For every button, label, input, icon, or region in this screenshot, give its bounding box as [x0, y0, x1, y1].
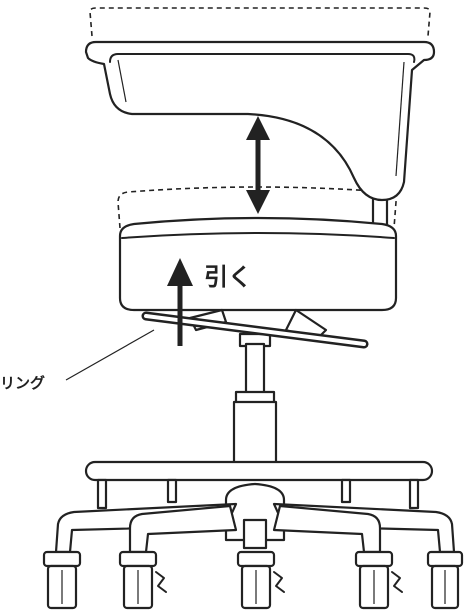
gas-cylinder-upper-body [244, 342, 266, 398]
caster-wheel-5 [426, 550, 464, 610]
base-hub [224, 482, 286, 542]
foot-ring-supports [96, 478, 420, 510]
caster-wheel-1 [42, 550, 82, 610]
base-leg-center [242, 518, 268, 550]
seat-cushion [118, 216, 398, 312]
caster-wheel-4 [354, 550, 403, 610]
base-leg-front-right [272, 504, 382, 554]
ring-leader-line [65, 329, 155, 381]
ring-label: リング [0, 374, 45, 392]
pull-up-arrow [167, 258, 193, 346]
foot-ring [84, 460, 434, 482]
height-adjust-double-arrow [246, 116, 270, 214]
base-leg-front-left [128, 504, 238, 554]
backrest [84, 40, 436, 202]
caster-wheel-2 [118, 550, 167, 610]
gas-cylinder-lower [232, 400, 278, 466]
backrest-inner-curve-right [395, 61, 405, 177]
pull-label: 引く [204, 263, 252, 291]
caster-wheel-3 [236, 550, 285, 610]
backrest-inner-curve [117, 59, 127, 103]
backrest-top-edge [109, 53, 416, 63]
seat-cushion-top-seam [121, 232, 395, 239]
backrest-raised-outline [89, 7, 431, 37]
